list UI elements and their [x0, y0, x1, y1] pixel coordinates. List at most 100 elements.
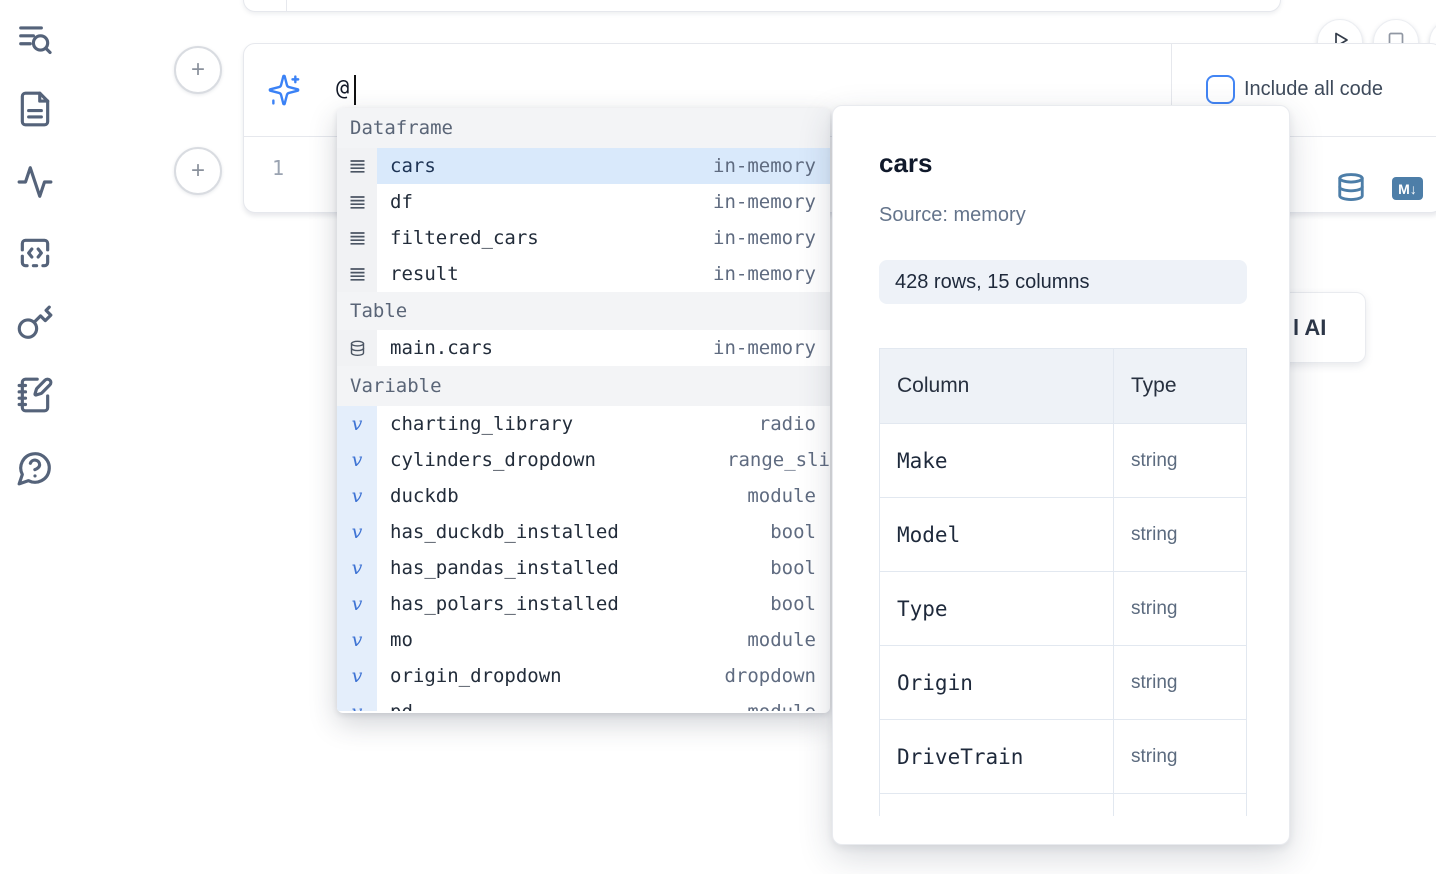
dataframe-rows-icon	[337, 184, 377, 220]
schema-table: Column Type Make string Model string Typ…	[879, 348, 1247, 816]
item-type: module	[747, 485, 816, 507]
table-row-partial	[879, 793, 1247, 816]
item-name: has_pandas_installed	[390, 557, 619, 579]
column-name: Type	[879, 571, 1114, 646]
dataframe-rows-icon	[337, 220, 377, 256]
ai-prompt-input[interactable]: @	[336, 76, 350, 101]
play-icon	[1328, 28, 1352, 57]
table-row: Make string	[879, 423, 1247, 498]
popover-source: Source: memory	[879, 204, 1026, 226]
autocomplete-item-cylinders-dropdown[interactable]: v cylinders_dropdown range_sli	[337, 442, 830, 478]
table-row: Type string	[879, 571, 1247, 646]
item-name: cars	[390, 155, 436, 177]
item-name: main.cars	[390, 337, 493, 359]
column-name: DriveTrain	[879, 719, 1114, 794]
autocomplete-item-charting-library[interactable]: v charting_library radio	[337, 406, 830, 442]
item-name: df	[390, 191, 413, 213]
autocomplete-item-has-pandas-installed[interactable]: v has_pandas_installed bool	[337, 550, 830, 586]
variable-icon: v	[337, 586, 377, 622]
variable-icon: v	[337, 478, 377, 514]
prompt-options-divider	[1171, 44, 1172, 136]
code-block-icon[interactable]	[16, 234, 54, 272]
variable-icon: v	[337, 514, 377, 550]
include-all-code-label: Include all code	[1244, 78, 1383, 100]
variable-icon: v	[337, 694, 377, 711]
autocomplete-item-cars[interactable]: cars in-memory	[337, 148, 830, 184]
previous-cell-remnant	[243, 0, 1281, 12]
autocomplete-item-partial[interactable]: v pdmodule	[337, 694, 830, 711]
left-sidebar	[0, 0, 72, 874]
ai-button-label: l AI	[1293, 314, 1327, 340]
variable-icon: v	[337, 622, 377, 658]
table-row: Origin string	[879, 645, 1247, 720]
autocomplete-item-mo[interactable]: v mo module	[337, 622, 830, 658]
schema-header-column: Column	[879, 348, 1114, 424]
item-name: filtered_cars	[390, 227, 539, 249]
item-type: bool	[770, 593, 816, 615]
item-type: module	[747, 629, 816, 651]
item-type: in-memory	[713, 337, 816, 359]
item-type: dropdown	[724, 665, 816, 687]
schema-header-type: Type	[1113, 348, 1247, 424]
autocomplete-item-has-duckdb-installed[interactable]: v has_duckdb_installed bool	[337, 514, 830, 550]
item-name: cylinders_dropdown	[390, 449, 596, 471]
column-name: Origin	[879, 645, 1114, 720]
add-cell-button-top[interactable]: +	[174, 46, 222, 94]
dataframe-rows-icon	[337, 256, 377, 292]
add-cell-button-bottom[interactable]: +	[174, 147, 222, 195]
item-type: bool	[770, 557, 816, 579]
markdown-icon[interactable]: M↓	[1392, 177, 1423, 200]
notebook-pen-icon[interactable]	[16, 376, 54, 414]
table-row: DriveTrain string	[879, 719, 1247, 794]
item-type: in-memory	[713, 155, 816, 177]
item-name: has_duckdb_installed	[390, 521, 619, 543]
table-database-icon	[337, 330, 377, 366]
variable-icon: v	[337, 550, 377, 586]
autocomplete-item-df[interactable]: df in-memory	[337, 184, 830, 220]
help-chat-icon[interactable]	[16, 449, 54, 487]
item-name: origin_dropdown	[390, 665, 562, 687]
gutter-divider	[286, 0, 287, 11]
item-name: has_polars_installed	[390, 593, 619, 615]
item-name: pd	[390, 701, 413, 711]
section-header-table: Table	[337, 292, 830, 330]
table-row: Model string	[879, 497, 1247, 572]
include-all-code-checkbox[interactable]	[1206, 75, 1235, 104]
schema-table-wrap: Column Type Make string Model string Typ…	[879, 348, 1247, 816]
shape-badge: 428 rows, 15 columns	[879, 260, 1247, 304]
key-icon[interactable]	[16, 304, 54, 342]
item-name: mo	[390, 629, 413, 651]
item-type: radio	[758, 413, 816, 435]
list-search-icon[interactable]	[16, 20, 54, 58]
column-type: string	[1113, 571, 1247, 646]
section-header-variable: Variable	[337, 366, 830, 406]
column-type: string	[1113, 719, 1247, 794]
dataframe-detail-popover: cars Source: memory 428 rows, 15 columns…	[832, 105, 1290, 845]
column-type: string	[1113, 645, 1247, 720]
column-type: string	[1113, 497, 1247, 572]
item-type: in-memory	[713, 191, 816, 213]
autocomplete-item-filtered-cars[interactable]: filtered_cars in-memory	[337, 220, 830, 256]
database-output-icon[interactable]	[1336, 170, 1366, 204]
column-name: Make	[879, 423, 1114, 498]
item-name: result	[390, 263, 459, 285]
autocomplete-item-main-cars[interactable]: main.cars in-memory	[337, 330, 830, 366]
item-name: charting_library	[390, 413, 574, 435]
dataframe-rows-icon	[337, 148, 377, 184]
variable-icon: v	[337, 406, 377, 442]
item-type: bool	[770, 521, 816, 543]
autocomplete-item-origin-dropdown[interactable]: v origin_dropdown dropdown	[337, 658, 830, 694]
item-type: range_sli	[727, 449, 830, 471]
ai-sparkles-icon	[267, 73, 301, 107]
file-text-icon[interactable]	[16, 90, 54, 128]
variable-icon: v	[337, 658, 377, 694]
activity-icon[interactable]	[16, 163, 54, 201]
popover-title: cars	[879, 148, 933, 178]
variable-icon: v	[337, 442, 377, 478]
autocomplete-item-has-polars-installed[interactable]: v has_polars_installed bool	[337, 586, 830, 622]
item-type: in-memory	[713, 227, 816, 249]
